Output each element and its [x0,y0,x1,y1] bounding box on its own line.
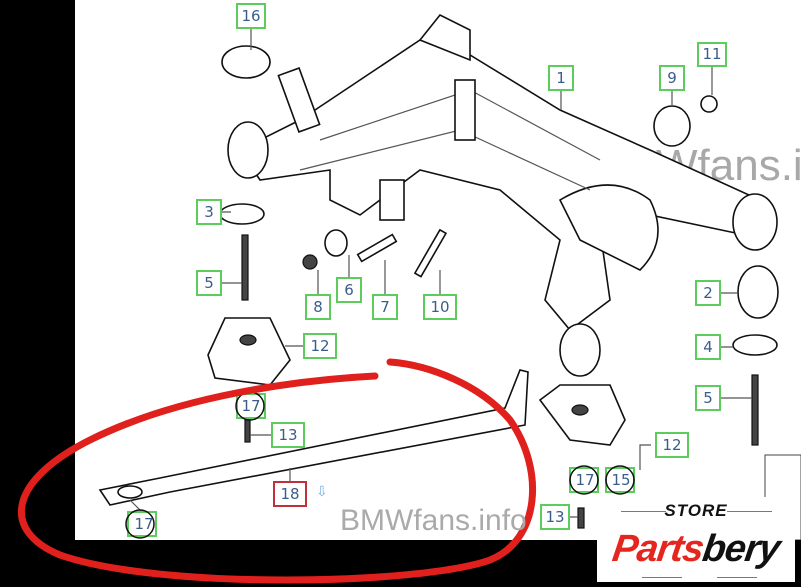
part-mount-16 [207,45,291,443]
svg-text:17: 17 [575,471,594,489]
svg-text:15: 15 [611,471,630,489]
svg-text:3: 3 [204,203,214,221]
watermark-bottom: BMWfans.info [340,504,527,537]
callout-13[interactable]: 13 [271,422,305,448]
callout-2[interactable]: 2 [695,280,721,306]
callout-17-right[interactable]: 17 [569,465,599,495]
logo-brand-bery: bery [699,528,783,570]
callout-7[interactable]: 7 [372,294,398,320]
svg-text:7: 7 [380,298,390,316]
callout-13-right[interactable]: 13 [540,504,570,530]
svg-text:17: 17 [241,397,260,415]
logo-brand: Partsbery [594,527,798,571]
callout-17[interactable]: 17 [235,391,266,421]
arrow-down-icon: ⇩ [316,483,328,499]
callout-12-right[interactable]: 12 [655,432,689,458]
svg-text:4: 4 [703,338,713,356]
part-bushing-9 [653,95,718,147]
callout-15[interactable]: 15 [605,465,635,495]
svg-text:8: 8 [313,298,323,316]
callout-9[interactable]: 9 [659,65,685,91]
callout-12[interactable]: 12 [303,333,337,359]
svg-text:6: 6 [344,281,354,299]
svg-text:9: 9 [667,69,677,87]
svg-text:12: 12 [310,337,329,355]
svg-text:11: 11 [702,45,721,63]
callout-8[interactable]: 8 [305,294,331,320]
logo-brand-parts: Parts [609,528,706,570]
svg-text:13: 13 [278,426,297,444]
partsbery-logo: STORE Partsbery [597,497,795,582]
highlight-circle [18,358,537,584]
callout-3[interactable]: 3 [196,199,222,225]
svg-text:12: 12 [662,436,681,454]
callout-16[interactable]: 16 [236,3,266,29]
callout-6[interactable]: 6 [336,277,362,303]
part-mount-2 [538,193,801,541]
rear-subframe [238,13,762,332]
callout-17-left[interactable]: 17 [125,509,157,539]
callout-4[interactable]: 4 [695,334,721,360]
callout-5[interactable]: 5 [196,270,222,296]
part-bolts-6-10 [302,179,448,278]
logo-store-text: STORE [664,501,728,520]
callout-11[interactable]: 11 [697,42,727,67]
svg-text:17: 17 [134,515,153,533]
svg-text:10: 10 [430,298,449,316]
svg-text:5: 5 [703,389,713,407]
callout-18[interactable]: 18 [273,481,307,507]
svg-text:5: 5 [204,274,214,292]
svg-text:2: 2 [703,284,713,302]
callout-5-right[interactable]: 5 [695,385,721,411]
svg-text:1: 1 [556,69,566,87]
svg-text:13: 13 [545,508,564,526]
svg-text:16: 16 [241,7,260,25]
callout-10[interactable]: 10 [423,294,457,320]
svg-text:18: 18 [280,485,299,503]
callout-1[interactable]: 1 [548,65,574,91]
